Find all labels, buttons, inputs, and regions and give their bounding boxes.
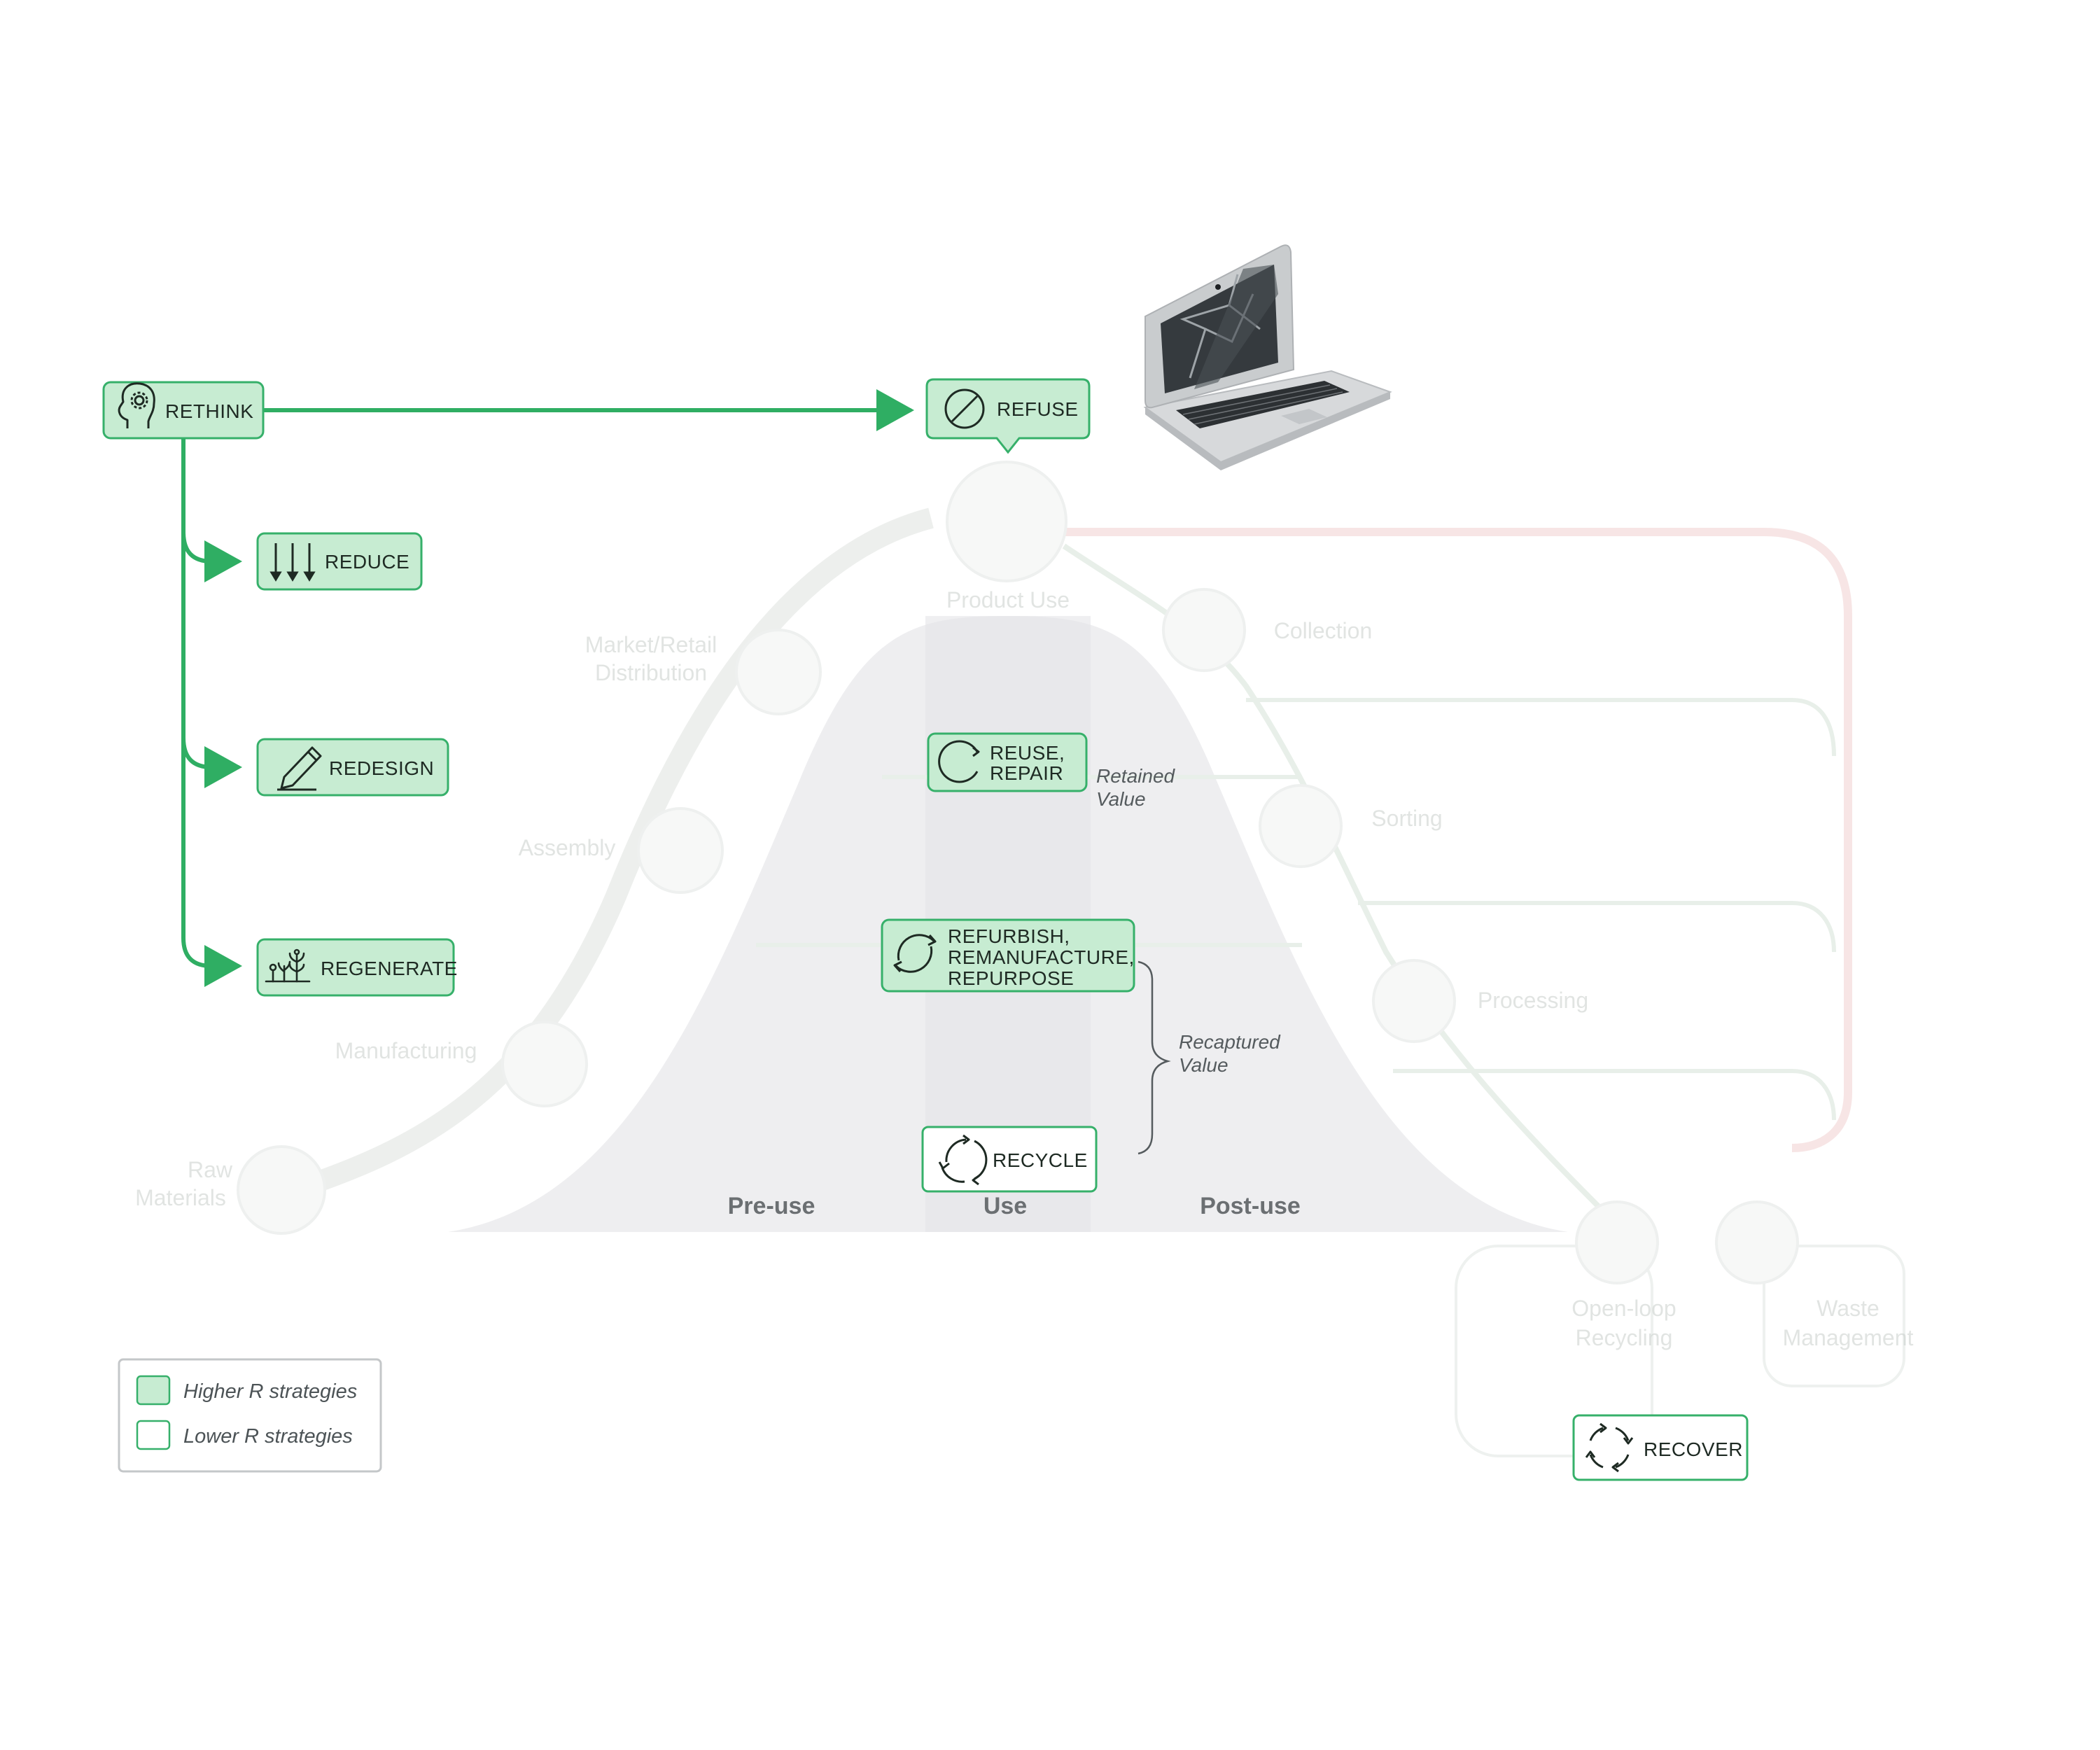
faded-label-product-use: Product Use <box>946 587 1070 612</box>
node-refuse[interactable]: REFUSE <box>925 378 1091 454</box>
faded-circle-assembly <box>637 807 724 894</box>
faded-circle-market <box>735 629 822 715</box>
faded-circle-manufacturing <box>501 1021 588 1107</box>
faded-label-assembly: Assembly <box>519 835 616 860</box>
retained-value-label-1: Retained <box>1096 765 1176 787</box>
node-reuse-label-1: REUSE, <box>990 742 1065 764</box>
legend-label-higher: Higher R strategies <box>183 1380 357 1403</box>
node-rethink-label: RETHINK <box>165 400 253 422</box>
faded-loop-1 <box>1246 698 1836 757</box>
faded-loop-4 <box>1393 1069 1836 1121</box>
faded-label-open-loop-2: Recycling <box>1576 1325 1673 1350</box>
faded-label-waste-2: Management <box>1783 1325 1914 1350</box>
laptop-touchpad <box>1281 409 1327 424</box>
trunk-line <box>181 436 242 987</box>
node-refuse-label: REFUSE <box>997 398 1079 420</box>
faded-label-market-1: Market/Retail <box>585 632 718 657</box>
node-rethink[interactable]: RETHINK <box>102 381 265 440</box>
faded-circle-open-loop <box>1575 1200 1659 1284</box>
down-arrows-icon <box>270 543 316 582</box>
broken-laptop-icon <box>1143 244 1392 470</box>
faded-box-waste <box>1763 1245 1905 1387</box>
faded-label-sorting: Sorting <box>1371 806 1442 831</box>
node-refurbish-label-3: REPURPOSE <box>948 967 1074 989</box>
recover-loop-icon <box>1585 1422 1634 1473</box>
faded-label-raw-1: Raw <box>188 1157 233 1182</box>
node-recycle-label: RECYCLE <box>993 1149 1088 1171</box>
node-reuse-repair[interactable]: REUSE, REPAIR <box>927 732 1088 792</box>
recaptured-value-label-2: Value <box>1179 1054 1228 1076</box>
node-reuse-label-2: REPAIR <box>990 762 1063 784</box>
legend-swatch-lower <box>136 1420 171 1450</box>
node-reduce-label: REDUCE <box>325 551 410 573</box>
faded-label-processing: Processing <box>1478 988 1588 1013</box>
faded-circle-waste <box>1715 1200 1799 1284</box>
prohibited-icon <box>944 388 985 429</box>
node-refurbish[interactable]: REFURBISH, REMANUFACTURE, REPURPOSE <box>881 918 1135 993</box>
node-recover-label: RECOVER <box>1644 1438 1743 1460</box>
connectors <box>181 389 914 987</box>
faded-circle-collection <box>1162 588 1246 672</box>
node-refurbish-label-1: REFURBISH, <box>948 925 1070 947</box>
recaptured-brace <box>1138 960 1171 1155</box>
faded-circle-sorting <box>1259 784 1343 868</box>
head-gear-icon <box>118 382 155 428</box>
faded-label-open-loop-1: Open-loop <box>1572 1296 1676 1321</box>
node-reduce[interactable]: REDUCE <box>256 532 423 591</box>
faded-label-waste-1: Waste <box>1816 1296 1879 1321</box>
legend-box <box>118 1358 382 1473</box>
faded-label-raw-2: Materials <box>135 1185 226 1210</box>
retained-value-label-2: Value <box>1096 788 1146 810</box>
recaptured-value-label-1: Recaptured <box>1179 1031 1281 1053</box>
legend: Higher R strategies Lower R strategies <box>118 1358 382 1473</box>
faded-label-market-2: Distribution <box>595 660 707 685</box>
faded-label-manufacturing: Manufacturing <box>335 1038 477 1063</box>
faded-circle-product-use <box>946 461 1068 582</box>
screen-glare <box>1194 265 1278 389</box>
node-redesign-label: REDESIGN <box>329 757 434 779</box>
faded-loop-red <box>1064 528 1852 1152</box>
laptop-keyboard <box>1176 381 1350 428</box>
faded-circle-raw <box>237 1145 326 1235</box>
arrow-to-reduce <box>181 530 242 582</box>
node-regenerate[interactable]: REGENERATE <box>256 938 458 997</box>
phase-label-post-use: Post-use <box>1200 1193 1301 1219</box>
laptop-keys <box>1182 384 1343 425</box>
double-cycle-icon <box>893 934 937 973</box>
node-refurbish-label-2: REMANUFACTURE, <box>948 946 1135 968</box>
arrow-to-redesign <box>181 736 242 788</box>
phase-label-use: Use <box>983 1193 1027 1219</box>
laptop-camera <box>1215 284 1221 290</box>
node-regenerate-label: REGENERATE <box>321 958 458 979</box>
faded-circle-processing <box>1372 959 1456 1043</box>
node-redesign[interactable]: REDESIGN <box>256 738 449 797</box>
recycle-loop-icon <box>938 1134 988 1186</box>
lifecycle-arc <box>290 507 934 1200</box>
node-recycle[interactable]: RECYCLE <box>921 1126 1098 1193</box>
legend-label-lower: Lower R strategies <box>183 1425 353 1448</box>
pencil-icon <box>277 746 322 791</box>
faded-box-open-loop <box>1455 1245 1653 1457</box>
cycle-arrow-icon <box>938 740 980 783</box>
legend-swatch-higher <box>136 1375 171 1406</box>
faded-label-collection: Collection <box>1274 618 1373 643</box>
phase-label-pre-use: Pre-use <box>728 1193 816 1219</box>
node-recover[interactable]: RECOVER <box>1572 1414 1749 1481</box>
plants-icon <box>265 948 311 983</box>
